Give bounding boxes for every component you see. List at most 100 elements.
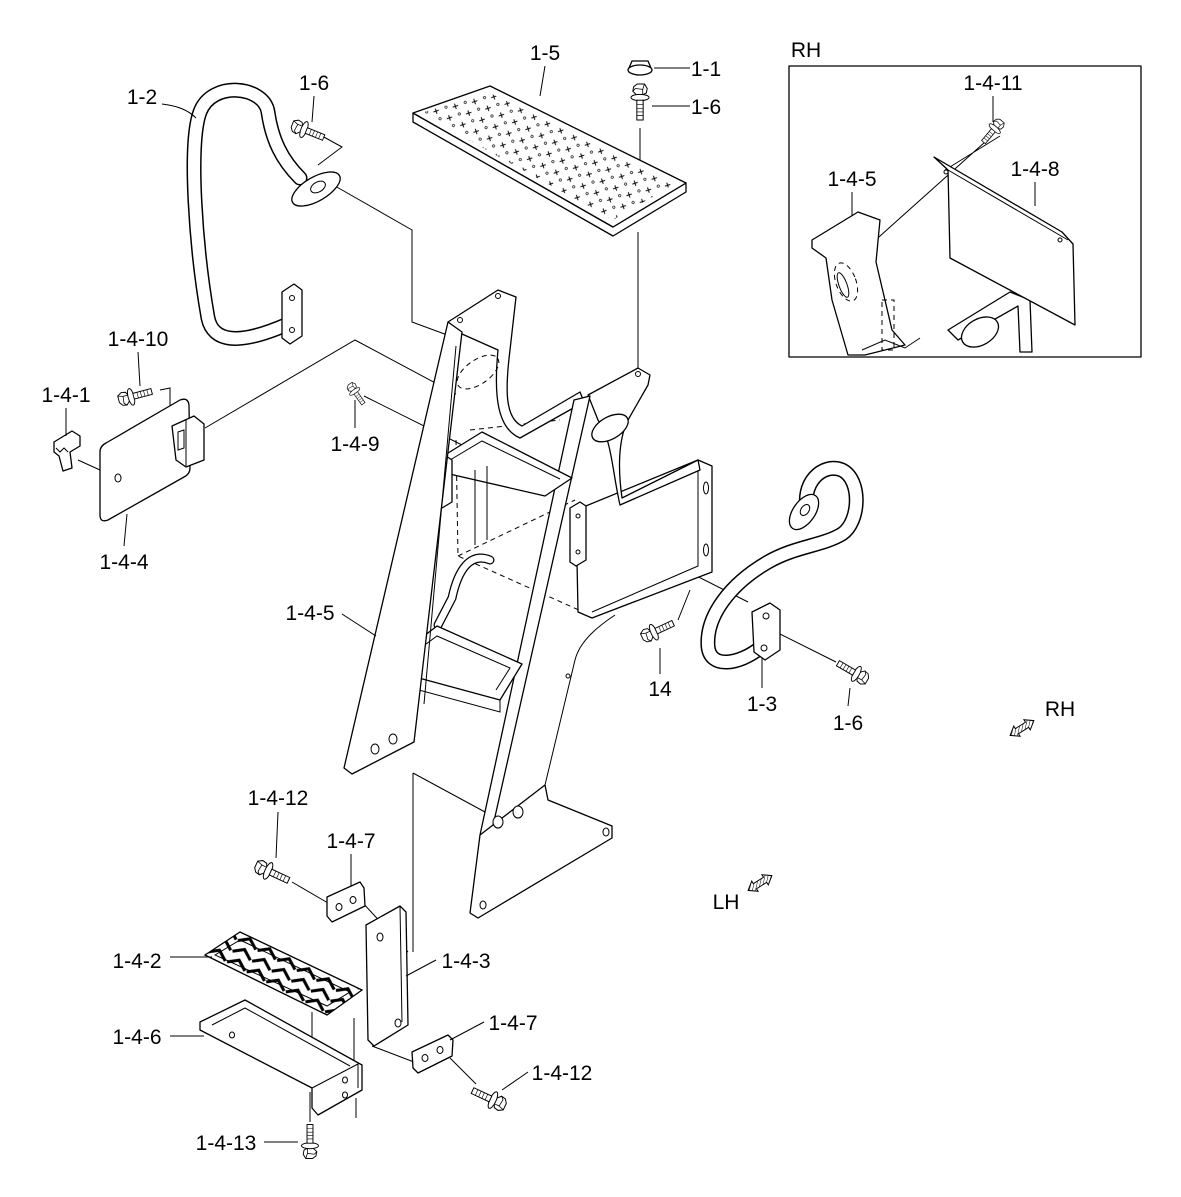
frame-left-rail — [343, 321, 463, 775]
step-hanger-hole — [376, 932, 384, 942]
step-hanger-hole — [394, 1018, 402, 1028]
leader-1-2 — [161, 103, 197, 119]
leader-1-4-5 — [341, 613, 377, 637]
frame-upper-step-support — [474, 466, 488, 545]
step-tray-lip — [211, 1007, 359, 1089]
rh-inset-pad — [960, 316, 1000, 348]
access-cover-hinge-fold — [177, 420, 187, 466]
leader-1-4-4 — [123, 513, 128, 547]
rh-inset-hidden-slot — [833, 262, 859, 302]
callout-1-4-12-upper: 1-4-12 — [248, 787, 309, 810]
rh-inset-cover-plate-hole — [1057, 237, 1063, 243]
frame-left-gusset-hole — [457, 317, 463, 323]
inset-callout-1-4-5: 1-4-5 — [827, 168, 876, 191]
cover-bolt — [116, 382, 155, 409]
tray-screw — [301, 1124, 319, 1159]
upper-washer-plate-hole — [335, 903, 343, 911]
callout-labels: 1-5 1-1 1-6 1-2 1-6 1-4-10 1-4-1 1-4-9 1… — [41, 39, 1075, 1155]
left-handrail-bolt — [288, 116, 328, 146]
frame-left-rail-flange — [423, 345, 457, 705]
lower-washer-plate — [411, 1034, 454, 1074]
upper-hanger-bolt — [251, 856, 293, 890]
lower-hanger-bolt — [468, 1081, 510, 1115]
guide-pin-to-frame — [363, 395, 473, 451]
frame-box-wall-edge — [591, 460, 699, 613]
frame-rear-support — [544, 614, 616, 786]
direction-label-rh: RH — [1045, 698, 1075, 721]
leader-1-4-3 — [405, 959, 437, 977]
rh-inset-guide — [869, 135, 1001, 246]
frame-ladder-tube-inner — [434, 555, 494, 629]
top-step-plate-perforation — [420, 93, 676, 220]
leader-1-5 — [539, 65, 546, 97]
frame-bolt-14 — [638, 615, 678, 646]
frame-bottom-gusset-hole — [492, 815, 504, 829]
guide-right-bolt-to-rail — [771, 629, 837, 663]
step-tray-hole — [342, 1076, 348, 1084]
rh-inset-cover-plate-hole — [943, 169, 949, 175]
access-cover-plate — [99, 398, 191, 522]
left-handrail-flange-hole — [310, 180, 326, 194]
frame-left-gusset-hidden-slot — [456, 354, 500, 390]
callout-1-4-9: 1-4-9 — [330, 433, 379, 456]
left-handrail — [186, 82, 341, 346]
frame-upper-step — [431, 431, 573, 497]
step-tray — [199, 999, 363, 1116]
callout-1-4-10: 1-4-10 — [108, 328, 169, 351]
frame-block-hole — [575, 513, 581, 519]
guide-lower-washer-to-bolt — [449, 1057, 477, 1085]
callout-1-4-7-lower: 1-4-7 — [488, 1012, 537, 1035]
lower-washer-plate-hole — [421, 1054, 429, 1062]
lh-direction-arrow-icon — [744, 869, 776, 897]
frame-left-rail-hole — [388, 733, 398, 745]
inset-callout-1-4-11: 1-4-11 — [963, 72, 1022, 95]
top-step-plate — [412, 85, 687, 237]
top-bolt — [630, 83, 650, 121]
frame-left-rail-hole — [370, 743, 380, 755]
cover-clip — [53, 430, 81, 472]
right-handrail-bolt — [833, 655, 873, 689]
left-handrail-bracket — [281, 283, 303, 345]
step-hanger — [365, 905, 409, 1047]
right-handrail — [700, 460, 864, 670]
cap-nut-base — [627, 64, 653, 76]
access-cover-hinge — [171, 415, 205, 468]
upper-washer-plate — [326, 881, 366, 923]
step-tray-hole — [229, 1031, 235, 1039]
cap-nut — [627, 60, 653, 76]
guide-hanger-to-lower-washer — [371, 1045, 415, 1063]
guide-bolt14-to-frame — [677, 589, 691, 621]
frame-bottom-gusset — [469, 784, 613, 919]
rh-inset-cover-plate-edge — [947, 169, 1069, 241]
callout-1-4-12-lower: 1-4-12 — [532, 1062, 593, 1085]
callout-1-4-4: 1-4-4 — [99, 551, 148, 574]
inset-callout-1-4-8: 1-4-8 — [1010, 158, 1059, 181]
guide-left-bolt-to-flange — [317, 135, 343, 166]
guide-left-rail-to-frame — [334, 185, 451, 337]
rh-inset-bracket — [811, 211, 906, 356]
right-handrail-bracket — [751, 602, 781, 661]
frame-box-slot — [703, 543, 709, 557]
guide-cover-to-frame — [204, 339, 457, 429]
callout-1-4-1: 1-4-1 — [41, 384, 90, 407]
callout-1-6-right: 1-6 — [833, 712, 863, 735]
frame-pin — [344, 380, 369, 408]
main-frame — [343, 289, 713, 919]
step-tray-body — [199, 999, 363, 1116]
access-cover-hole — [114, 473, 122, 483]
step-hanger-edge — [399, 905, 403, 1023]
rh-direction-arrow-icon — [1006, 714, 1038, 742]
lower-washer-plate-hole — [436, 1046, 444, 1054]
callout-1-6-top: 1-6 — [691, 96, 721, 119]
callout-1-4-5: 1-4-5 — [285, 602, 334, 625]
callout-1-3: 1-3 — [747, 693, 777, 716]
callout-1-4-3: 1-4-3 — [441, 950, 490, 973]
frame-right-gusset-pad — [591, 413, 629, 443]
leader-lines — [65, 65, 1036, 1143]
rh-inset-hook — [861, 337, 921, 351]
leader-1-4-12-upper — [275, 811, 279, 859]
frame-box-slot — [703, 481, 709, 495]
leader-1-4-12-lower — [501, 1071, 529, 1091]
step-tray-hole — [342, 1091, 348, 1099]
